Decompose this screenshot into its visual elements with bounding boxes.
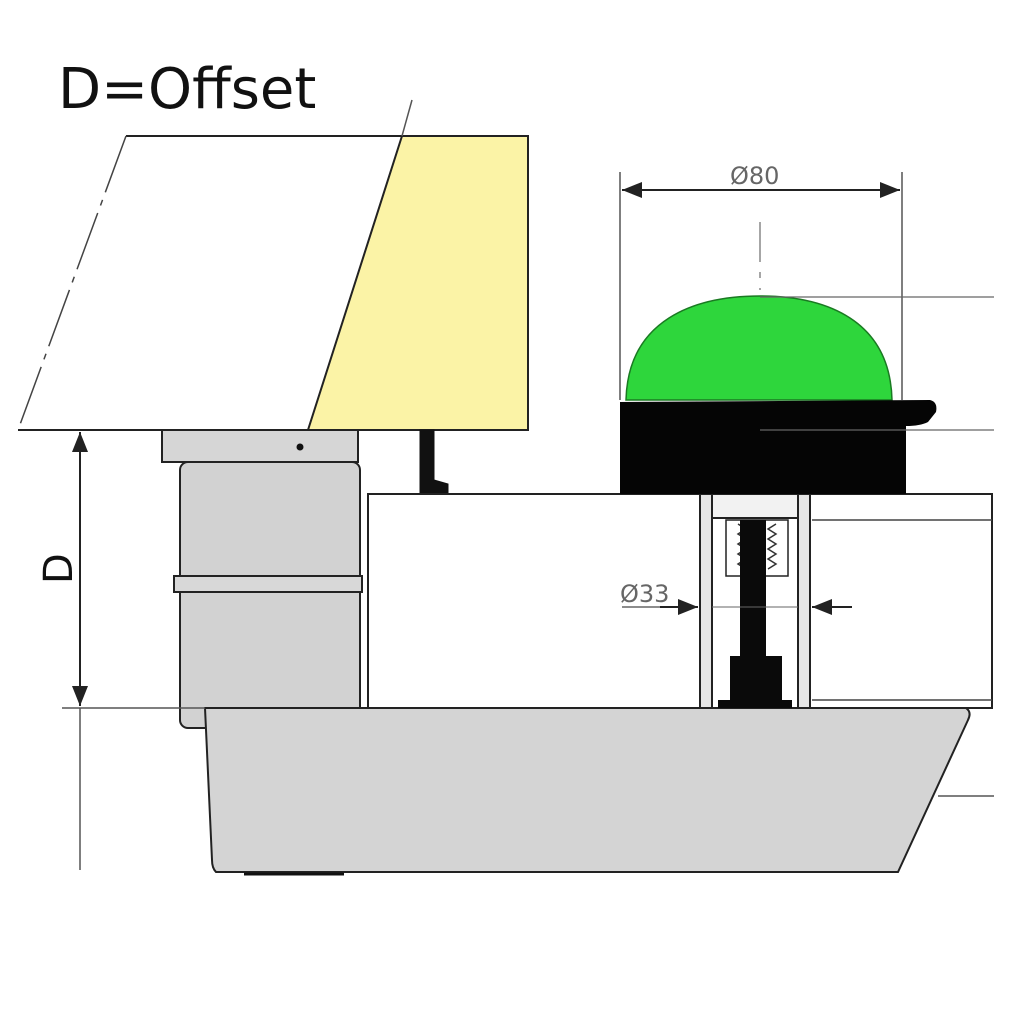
d80-label: Ø80: [730, 162, 779, 190]
housing-body: [179, 461, 361, 729]
plunger-washer: [718, 700, 792, 708]
black-bezel: [620, 400, 937, 494]
housing-cap: [161, 429, 359, 463]
diagram-title: D=Offset: [58, 57, 316, 122]
d33-label: Ø33: [620, 580, 669, 608]
middle-plate: [367, 493, 993, 709]
housing-rivet: [296, 443, 304, 451]
plunger-shaft: [740, 520, 766, 660]
bottom-base: [203, 707, 971, 873]
housing-band: [173, 575, 363, 593]
stem-tube-left: [699, 493, 713, 709]
top-slab-dashed-edge: [17, 135, 127, 431]
plunger-nut: [730, 656, 782, 700]
wedge-extension-line: [401, 99, 413, 137]
stem-tube-right: [797, 493, 811, 709]
green-dome: [625, 295, 893, 401]
stem-nut-top: [711, 493, 799, 519]
offset-label: D: [36, 553, 82, 584]
yellow-wedge: [306, 135, 529, 431]
mounting-clip: [419, 429, 449, 495]
